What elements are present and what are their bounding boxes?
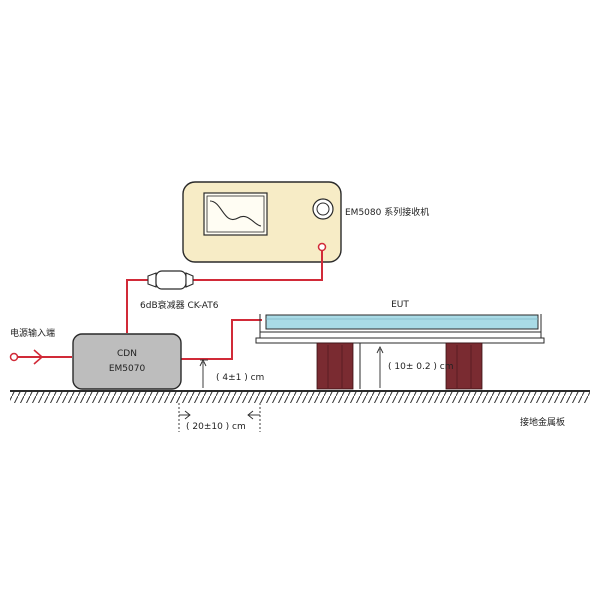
attenuator-label: 6dB衰减器 CK-AT6 [140, 299, 219, 311]
cable-attenuator-to-cdn [126, 279, 148, 333]
ground-plane-label: 接地金属板 [520, 416, 565, 428]
eut-support-right [445, 342, 483, 390]
eut-body [265, 314, 539, 330]
spacing-dimension [178, 403, 261, 432]
input-terminal-icon[interactable] [9, 349, 44, 365]
cdn-height-label: ( 4±1 ) cm [216, 373, 264, 383]
cdn-model: EM5070 [109, 364, 146, 374]
knob-icon[interactable] [312, 198, 334, 220]
receiver [182, 181, 342, 263]
rf-cables [18, 251, 323, 360]
eut-label: EUT [391, 300, 409, 310]
cable-cdn-to-eut [181, 319, 262, 360]
eut-height-arrow [376, 345, 384, 388]
ground-plane [10, 390, 590, 403]
cdn-box [72, 333, 182, 390]
eut-table [255, 314, 545, 390]
attenuator [147, 270, 194, 290]
power-input-label: 电源输入端 [10, 327, 55, 339]
cdn-height-arrow [199, 358, 208, 388]
receiver-label: EM5080 系列接收机 [345, 206, 429, 218]
cdn-title: CDN [117, 349, 137, 359]
cable-receiver-to-attenuator [193, 251, 323, 281]
waveform-screen-icon [203, 192, 268, 236]
eut-height-label: ( 10± 0.2 ) cm [388, 362, 454, 372]
eut-support-left [316, 342, 354, 390]
spacing-label: ( 20±10 ) cm [186, 422, 246, 432]
port-icon[interactable] [317, 242, 327, 252]
